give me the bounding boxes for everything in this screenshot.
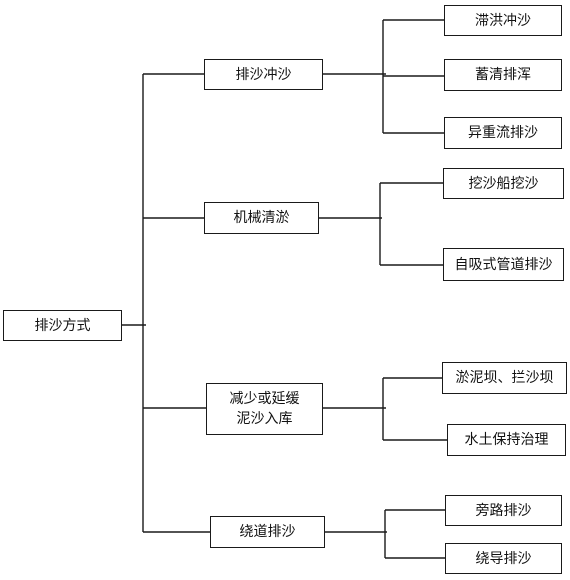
leaf-label: 滞洪冲沙: [475, 12, 531, 29]
root-node: 排沙方式: [3, 310, 122, 341]
leaf-node: 异重流排沙: [444, 117, 562, 149]
category-node: 排沙冲沙: [204, 59, 323, 90]
root-label: 排沙方式: [34, 317, 91, 334]
leaf-node: 滞洪冲沙: [444, 5, 562, 36]
leaf-node: 淤泥坝、拦沙坝: [442, 362, 567, 394]
leaf-label: 异重流排沙: [468, 125, 538, 141]
category-node: 机械清淤: [204, 202, 319, 234]
leaf-node: 蓄清排浑: [444, 59, 562, 91]
leaf-label: 水土保持治理: [464, 432, 549, 448]
category-node: 减少或延缓 泥沙入库: [206, 383, 323, 435]
category-label: 排沙冲沙: [235, 66, 292, 83]
category-label: 减少或延缓 泥沙入库: [229, 391, 300, 427]
leaf-label: 蓄清排浑: [475, 67, 531, 83]
leaf-node: 水土保持治理: [447, 424, 566, 456]
leaf-label: 旁路排沙: [475, 502, 532, 519]
category-label: 机械清淤: [233, 210, 290, 226]
leaf-node: 绕导排沙: [445, 543, 562, 574]
leaf-label: 挖沙船挖沙: [468, 175, 539, 192]
leaf-label: 绕导排沙: [475, 550, 532, 567]
leaf-node: 自吸式管道排沙: [443, 248, 564, 281]
leaf-label: 淤泥坝、拦沙坝: [455, 370, 554, 386]
leaf-label: 自吸式管道排沙: [454, 256, 553, 273]
leaf-node: 旁路排沙: [445, 495, 562, 526]
category-label: 绕道排沙: [239, 524, 296, 540]
leaf-node: 挖沙船挖沙: [443, 168, 564, 199]
category-node: 绕道排沙: [210, 516, 325, 548]
